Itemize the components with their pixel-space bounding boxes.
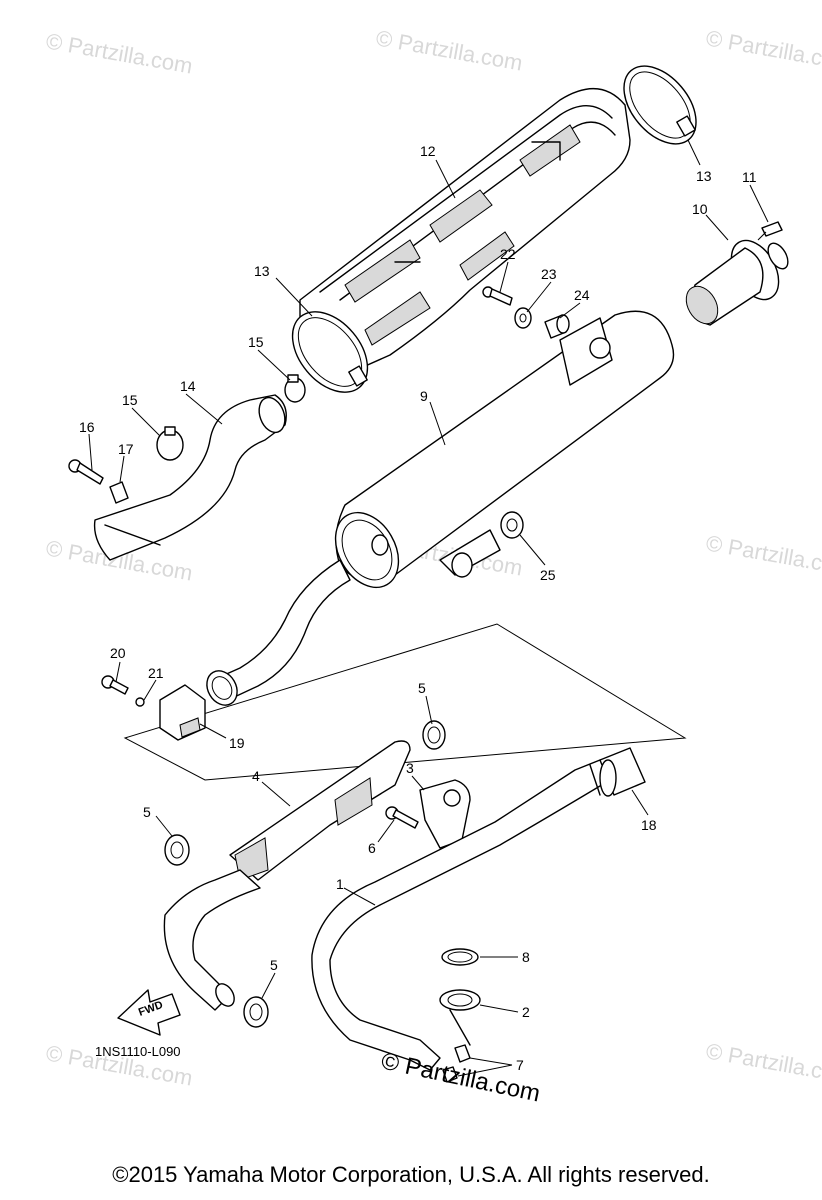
gasket-left[interactable] (164, 834, 190, 866)
callout-6: 6 (368, 840, 376, 856)
exhaust-flange[interactable] (439, 989, 481, 1046)
exhaust-pipe-outlet[interactable] (201, 559, 351, 711)
exhaust-pipe-rear[interactable] (311, 759, 611, 1071)
callout-18: 18 (641, 817, 657, 833)
callout-1: 1 (336, 876, 344, 892)
callouts: 12 13 11 10 13 22 23 24 15 14 15 9 16 17… (79, 143, 757, 1073)
callout-9: 9 (420, 388, 428, 404)
muffler-bracket[interactable] (419, 779, 471, 849)
clamp-band-upper[interactable] (610, 53, 711, 158)
heat-shield-cover[interactable] (299, 87, 631, 376)
callout-21: 21 (148, 665, 164, 681)
callout-11: 11 (742, 169, 757, 185)
muffler-damper[interactable] (500, 511, 524, 539)
callout-2: 2 (522, 1004, 530, 1020)
callout-10: 10 (692, 201, 708, 217)
washer[interactable] (514, 307, 532, 329)
callout-15: 15 (248, 334, 264, 350)
leader-lines (88, 139, 769, 1077)
bolt-bracket[interactable] (101, 675, 129, 695)
callout-5: 5 (143, 804, 151, 820)
collar-joint[interactable] (109, 481, 129, 504)
callout-19: 19 (229, 735, 245, 751)
joint-pipe[interactable] (93, 394, 290, 561)
bolt-joint[interactable] (68, 459, 104, 485)
callout-13: 13 (254, 263, 270, 279)
pipe-clamp-lower[interactable] (156, 426, 184, 461)
muffler-assembly[interactable] (323, 310, 675, 598)
callout-7: 7 (516, 1057, 524, 1073)
watermarks: © Partzilla.com © Partzilla.com © Partzi… (44, 25, 822, 1090)
pipe-bracket[interactable] (159, 684, 206, 741)
callout-15: 15 (122, 392, 138, 408)
watermark-text: © Partzilla.com (374, 25, 524, 75)
joint-sleeve[interactable] (599, 747, 646, 797)
callout-13: 13 (696, 168, 712, 184)
bolt-bracket-lower[interactable] (385, 806, 419, 829)
watermark-text: © Partzilla.com (44, 28, 194, 78)
callout-20: 20 (110, 645, 126, 661)
callout-5: 5 (270, 957, 278, 973)
callout-24: 24 (574, 287, 590, 303)
gasket-lower[interactable] (243, 996, 269, 1028)
pipe-clamp-upper[interactable] (284, 374, 306, 403)
callout-16: 16 (79, 419, 95, 435)
copyright-notice: ©2015 Yamaha Motor Corporation, U.S.A. A… (112, 1162, 710, 1187)
exhaust-protector[interactable] (229, 740, 411, 881)
callout-4: 4 (252, 768, 260, 784)
callout-8: 8 (522, 949, 530, 965)
exhaust-gasket[interactable] (441, 948, 479, 966)
diagram-code: 1NS1110-L090 (95, 1044, 181, 1059)
forward-arrow-icon: FWD (117, 989, 181, 1036)
gasket-upper[interactable] (422, 720, 446, 750)
callout-12: 12 (420, 143, 436, 159)
washer-small[interactable] (135, 697, 145, 707)
clamp-band-lower[interactable] (277, 297, 382, 406)
assembly-frame (123, 623, 687, 781)
collar[interactable] (544, 314, 570, 339)
screw-small[interactable] (757, 221, 783, 241)
callout-14: 14 (180, 378, 196, 394)
callout-23: 23 (541, 266, 557, 282)
exhaust-header-front[interactable] (163, 869, 261, 1011)
callout-17: 17 (118, 441, 134, 457)
callout-3: 3 (406, 760, 414, 776)
spark-arrester-tailpipe[interactable] (680, 232, 792, 329)
callout-22: 22 (500, 246, 516, 262)
watermark-text: © Partzilla.com (704, 530, 822, 580)
callout-25: 25 (540, 567, 556, 583)
watermark-text: © Partzilla.com (704, 1038, 822, 1088)
flange-nuts[interactable] (442, 1044, 471, 1083)
callout-5: 5 (418, 680, 426, 696)
bolt-muffler[interactable] (482, 286, 513, 306)
watermark-text: © Partzilla.com (704, 25, 822, 75)
